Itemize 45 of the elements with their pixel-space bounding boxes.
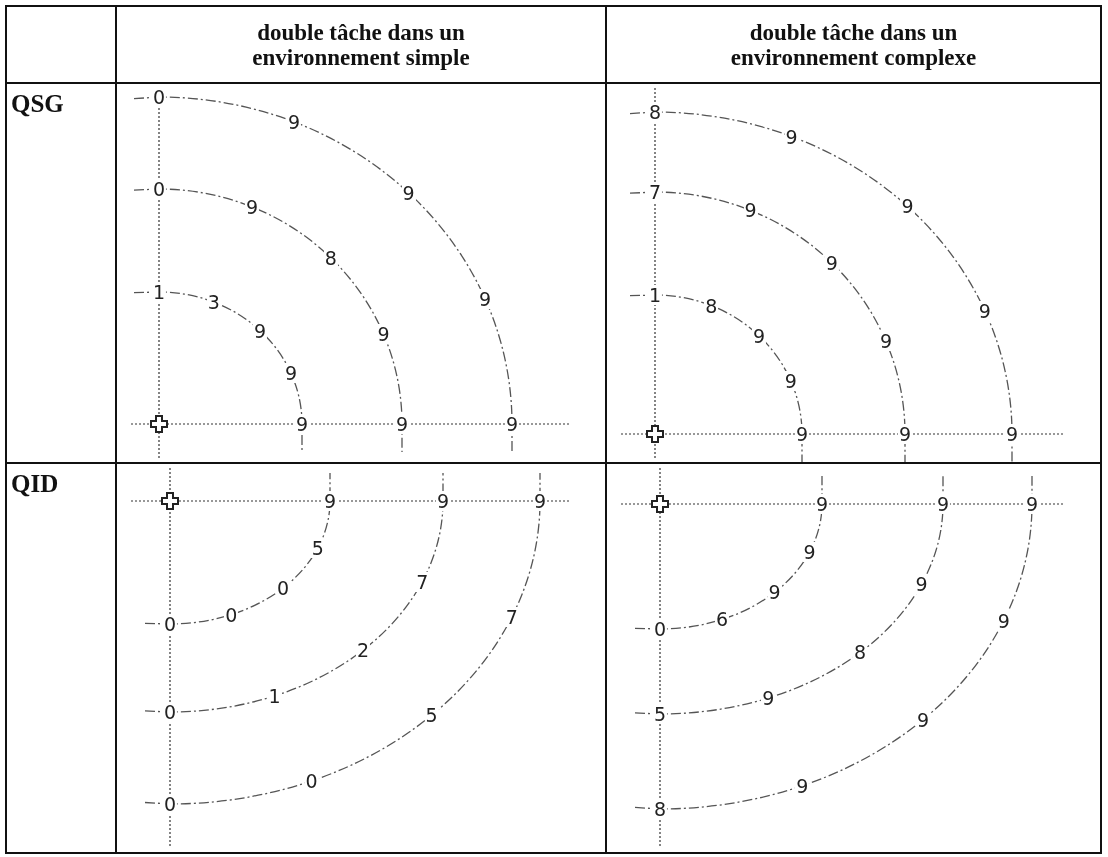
score-value: 9: [435, 491, 451, 511]
score-value: 9: [504, 414, 520, 434]
score-value: 0: [162, 702, 178, 722]
score-value: 9: [802, 541, 817, 562]
score-value: 7: [647, 182, 663, 202]
score-value: 8: [652, 799, 668, 819]
column-header: double tâche dans un environnement complexe: [729, 19, 978, 70]
score-value: 7: [504, 606, 519, 627]
score-value: 9: [532, 491, 548, 511]
score-value: 7: [415, 571, 430, 592]
score-value: 9: [900, 196, 915, 217]
score-value: 0: [162, 614, 178, 634]
score-value: 0: [162, 794, 178, 814]
score-value: 9: [996, 610, 1011, 631]
score-value: 9: [253, 320, 268, 341]
score-value: 9: [751, 325, 766, 346]
score-value: 9: [897, 424, 913, 444]
score-value: 9: [376, 324, 391, 345]
score-value: 9: [761, 688, 776, 708]
score-value: 9: [478, 288, 493, 309]
score-value: 9: [878, 331, 893, 352]
score-value: 9: [284, 363, 299, 384]
row-header: QID: [11, 470, 59, 497]
score-value: 1: [647, 285, 663, 305]
score-value: 5: [652, 704, 668, 724]
row-header: QSG: [11, 90, 64, 117]
score-value: 9: [1024, 494, 1040, 514]
score-value: 9: [1004, 424, 1020, 444]
score-value: 9: [294, 414, 310, 434]
column-header: double tâche dans un environnement simple: [251, 19, 471, 70]
score-value: 1: [151, 282, 167, 302]
score-value: 9: [814, 494, 830, 514]
score-value: 0: [151, 179, 167, 199]
score-value: 8: [647, 102, 663, 122]
score-value: 9: [935, 494, 951, 514]
score-value: 0: [151, 87, 167, 107]
score-value: 9: [794, 424, 810, 444]
score-value: 8: [323, 247, 338, 268]
score-value: 5: [310, 538, 325, 559]
score-value: 9: [394, 414, 410, 434]
score-value: 9: [914, 574, 929, 595]
score-value: 9: [783, 370, 798, 391]
score-value: 0: [652, 619, 668, 639]
score-value: 9: [322, 491, 338, 511]
score-value: 9: [977, 300, 992, 321]
